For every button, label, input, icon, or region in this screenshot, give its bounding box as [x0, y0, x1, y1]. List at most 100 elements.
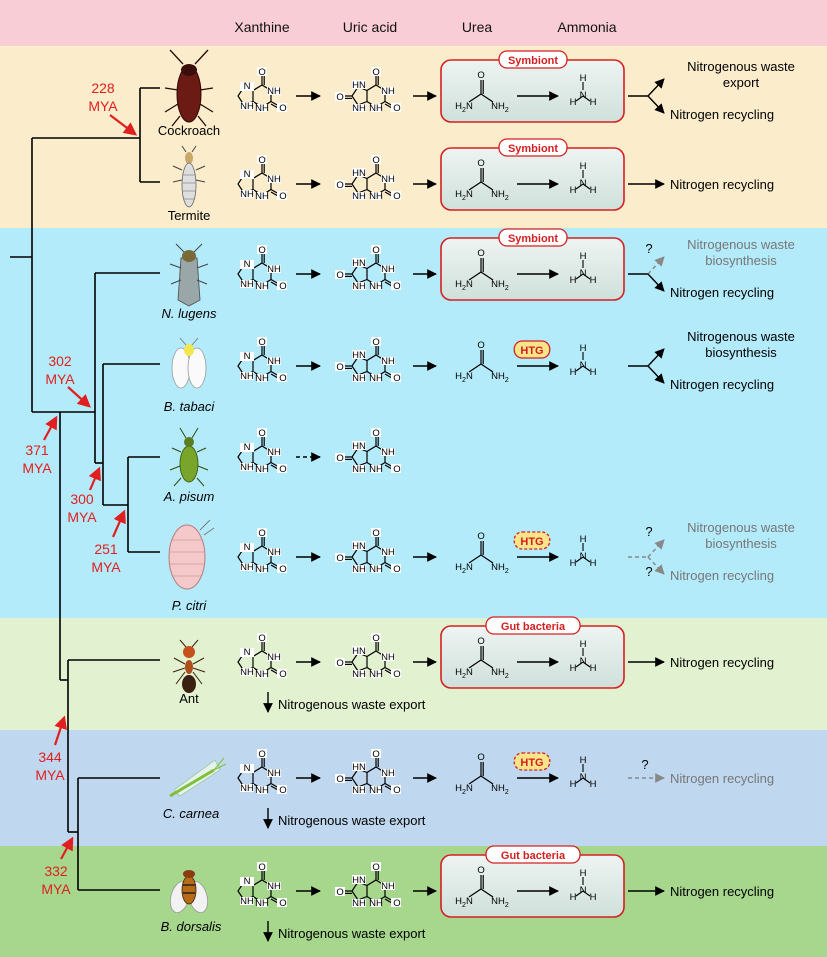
oxygen-label: O [477, 752, 484, 763]
species-label-termite: Termite [168, 208, 211, 223]
h2n-label: H2N [455, 189, 473, 202]
hn-label: HN [352, 258, 366, 269]
nh-label: NH [267, 86, 281, 97]
n-label: N [244, 876, 251, 887]
badge-frame [513, 752, 551, 771]
nh-label: NH [369, 373, 383, 384]
nh-label: NH [369, 281, 383, 292]
output-label-top-l2: biosynthesis [705, 536, 777, 551]
hn-label: HN [352, 168, 366, 179]
oxygen-label: O [258, 155, 265, 166]
oxygen-label: O [477, 340, 484, 351]
h-label: H [570, 663, 577, 674]
h-label: H [570, 779, 577, 790]
fork-arrow-top [647, 256, 665, 275]
n-label: N [244, 763, 251, 774]
h-label: H [580, 534, 587, 545]
bdorsalis-icon [169, 870, 209, 914]
hn-label: HN [352, 350, 366, 361]
oxygen-label: O [279, 103, 286, 114]
nh-label: NH [381, 547, 395, 558]
oxygen-label: O [279, 191, 286, 202]
output-label-top-l2: biosynthesis [705, 345, 777, 360]
nh-label: NH [381, 881, 395, 892]
hn-label: HN [352, 875, 366, 886]
nh-label: NH [352, 373, 366, 384]
hemiptera-band [0, 228, 827, 618]
ccarnea-icon [169, 757, 227, 798]
hn-label: HN [352, 441, 366, 452]
badge-label: HTG [520, 536, 543, 548]
nh-label: NH [352, 191, 366, 202]
oxygen-label: O [393, 564, 400, 575]
n-label: N [244, 442, 251, 453]
divergence-value: 371 [25, 442, 49, 458]
badge-frame [498, 138, 568, 157]
oxygen-label: O [279, 464, 286, 475]
nh-label: NH [381, 174, 395, 185]
nh2-label: NH2 [491, 101, 509, 114]
nh-label: NH [369, 191, 383, 202]
oxygen-label: O [372, 245, 379, 256]
output-label: Nitrogen recycling [670, 177, 774, 192]
oxygen-label: O [336, 270, 343, 281]
nh-label: NH [240, 189, 254, 200]
oxygen-label: O [336, 453, 343, 464]
n-label: N [580, 90, 587, 101]
nh2-label: NH2 [491, 371, 509, 384]
nlugens-icon [169, 243, 209, 307]
h-label: H [570, 185, 577, 196]
nh-label: NH [381, 264, 395, 275]
h-label: H [570, 275, 577, 286]
divergence-arrow [111, 509, 126, 538]
output-label-bottom: Nitrogen recycling [670, 377, 774, 392]
nh-label: NH [381, 652, 395, 663]
divergence-unit: MYA [67, 509, 97, 525]
oxygen-label: O [393, 669, 400, 680]
nh2-label: NH2 [491, 279, 509, 292]
divergence-332: 332 MYA [41, 836, 74, 897]
oxygen-label: O [477, 158, 484, 169]
oxygen-label: O [372, 428, 379, 439]
nh-label: NH [369, 464, 383, 475]
nh-label: NH [240, 783, 254, 794]
htg-badge: HTG [513, 752, 551, 771]
fork-arrow-bottom [647, 365, 665, 384]
nh-label: NH [352, 564, 366, 575]
h2n-label: H2N [455, 562, 473, 575]
divergence-value: 302 [48, 353, 72, 369]
blattodea-band [0, 46, 827, 228]
oxygen-label: O [372, 862, 379, 873]
output-label: Nitrogen recycling [670, 771, 774, 786]
divergence-unit: MYA [45, 371, 75, 387]
oxygen-label: O [372, 155, 379, 166]
n-label: N [580, 656, 587, 667]
oxygen-label: O [393, 191, 400, 202]
header-urea: Urea [462, 19, 493, 35]
nh-label: NH [267, 264, 281, 275]
divergence-unit: MYA [22, 460, 52, 476]
question-mark: ? [645, 564, 652, 579]
species-label-ccarnea: C. carnea [163, 806, 219, 821]
output-label-bottom: Nitrogen recycling [670, 568, 774, 583]
oxygen-label: O [477, 636, 484, 647]
divergence-value: 300 [70, 491, 94, 507]
badge-frame [513, 340, 551, 359]
divergence-344: 344 MYA [35, 715, 67, 783]
export-label: Nitrogenous waste export [278, 697, 426, 712]
h2n-label: H2N [455, 371, 473, 384]
hn-label: HN [352, 762, 366, 773]
